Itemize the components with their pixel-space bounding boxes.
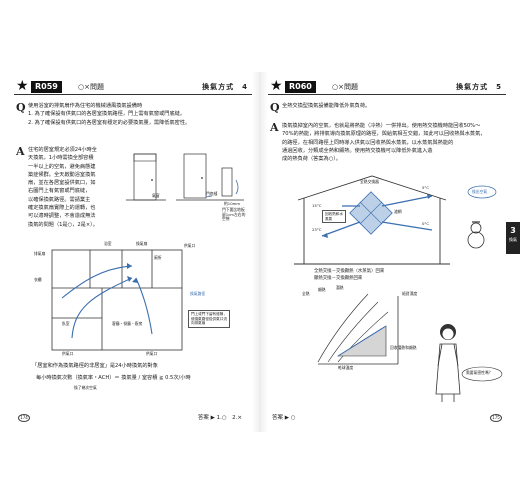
question-text: 全熱交換型換氣設備能降低外氣負荷。	[282, 103, 371, 109]
star-icon: ★	[16, 78, 29, 94]
star-icon: ★	[270, 78, 283, 94]
plan-inlet-c: 供氣口	[184, 243, 196, 248]
formula-title: 「居室和作為換氣路徑的非居室」是24小時換氣的對象	[32, 363, 158, 369]
graph-sensible: 顯熱	[318, 287, 326, 292]
temp-in-1: 15°C	[312, 203, 322, 208]
speech-bubble: 需要氣密性嗎？	[466, 370, 493, 375]
question-mark: Q	[16, 101, 26, 114]
plan-bedroom: 臥室	[62, 321, 70, 326]
answer-text: 住宅的居室規定必須24小時全 天換氣，1小時需換全部容積 一半以上的空氣，避免病…	[28, 147, 98, 228]
answer-mark: A	[16, 145, 25, 158]
plan-closet: 衣櫃	[34, 277, 42, 282]
plan-exhaust: 排氣扇	[34, 251, 46, 256]
plan-note: 門上或門下留有縫隙，使換氣路徑從供氣口流向排氣扇	[188, 310, 230, 328]
door-figure: 氣窗 門底縫 約10mm 門下要比地板留1cm左右的空隙	[126, 150, 250, 238]
plan-inlet-b: 供氣口	[146, 351, 158, 356]
spine	[252, 72, 268, 432]
right-header: ★ R060 ○×問題 換氣方式 5	[268, 78, 506, 96]
floor-plan: 浴室 換氣扇 廁所 排氣扇 衣櫃 臥室 客廳・餐廳・廚房 供氣口 供氣口 供氣口…	[32, 238, 232, 358]
graph-dry-bulb: 乾球溫度	[338, 365, 354, 370]
topic-label: 換氣方式 5	[456, 83, 502, 91]
legend: 全熱交換－交換顯熱（水蒸氣）回來 顯熱交換－交換顯熱回來	[314, 269, 385, 281]
temp-out-1: 5°C	[422, 185, 429, 190]
gap-label: 門底縫	[206, 191, 218, 196]
person-illustration: 需要氣密性嗎？	[428, 314, 506, 404]
under-door-note: 門下要比地板留1cm左右的空隙	[222, 207, 246, 222]
page-number: 174	[18, 414, 30, 422]
filter-label: 濾網	[394, 209, 402, 214]
graph-total: 全熱	[302, 291, 310, 296]
answer-mark: A	[270, 121, 279, 134]
left-footer: 174 答案 ▶ 1.○ 2.×	[14, 412, 252, 422]
plan-path: 換氣路徑	[190, 291, 206, 296]
left-page: ★ R059 ○×問題 換氣方式 4 Q 使用浴室的排氣扇作為住宅的機械通風換氣…	[14, 72, 252, 432]
answer-footer: 答案 ▶ ○	[272, 415, 296, 421]
book-spread: ★ R059 ○×問題 換氣方式 4 Q 使用浴室的排氣扇作為住宅的機械通風換氣…	[14, 72, 520, 432]
formula-note: 換了幾次空氣	[74, 385, 97, 390]
graph-abs-humidity: 絕對濕度	[402, 291, 418, 296]
plan-living: 客廳・餐廳・廚房	[112, 321, 143, 326]
ox-label: ○×問題	[332, 83, 358, 91]
answer-footer: 答案 ▶ 1.○ 2.×	[197, 415, 242, 421]
graph-recovered: 回收潛熱和顯熱	[390, 345, 417, 350]
plan-exhaust-fan: 換氣扇	[136, 241, 148, 246]
problem-code: R059	[31, 81, 62, 93]
vent-label: 氣窗	[152, 193, 160, 198]
psychrometric-graph: 全熱 顯熱 潛熱 絕對濕度 乾球溫度 回收潛熱和顯熱	[298, 285, 418, 372]
exhaust-air-label: 換出空氣	[472, 189, 488, 194]
right-footer: 答案 ▶ ○ 175	[268, 412, 506, 422]
unit-label: 全熱交換器	[360, 179, 379, 184]
plan-bathroom: 浴室	[104, 241, 112, 246]
ox-label: ○×問題	[78, 83, 104, 91]
question-text: 使用浴室的排氣扇作為住宅的機械通風換氣設備時 1. 為了確保設有供氣口的各居室換…	[28, 103, 191, 126]
problem-code: R060	[285, 81, 316, 93]
plan-inlet-a: 供氣口	[62, 351, 74, 356]
plan-toilet: 廁所	[154, 255, 162, 260]
question-mark: Q	[270, 101, 280, 114]
graph-latent: 潛熱	[336, 285, 344, 290]
page-number: 175	[490, 414, 502, 422]
formula: 每小時換氣次數（換氣率・ACH）＝ 換氣量 / 室容積 ≧ 0.5次/小時	[36, 375, 191, 381]
temp-out-2: 0°C	[422, 221, 429, 226]
recover-label: 回收熱和水蒸氣	[322, 210, 346, 224]
temp-in-2: 23°C	[312, 227, 322, 232]
heat-exchange-diagram: 全熱交換器 15°C 23°C 5°C 0°C 濾網 回收熱和水蒸氣 換出空氣	[282, 170, 502, 266]
gap-mm-label: 約10mm	[224, 201, 241, 206]
answer-text: 換氣換掉室內的空氣，也就是將熱能（冷熱）一併排出。使用熱交換機時能回收50%～ …	[282, 123, 486, 163]
chapter-tab: 3 換氣	[506, 222, 520, 254]
topic-label: 換氣方式 4	[202, 83, 248, 91]
left-header: ★ R059 ○×問題 換氣方式 4	[14, 78, 252, 96]
right-page: ★ R060 ○×問題 換氣方式 5 Q 全熱交換型換氣設備能降低外氣負荷。 A…	[268, 72, 520, 432]
